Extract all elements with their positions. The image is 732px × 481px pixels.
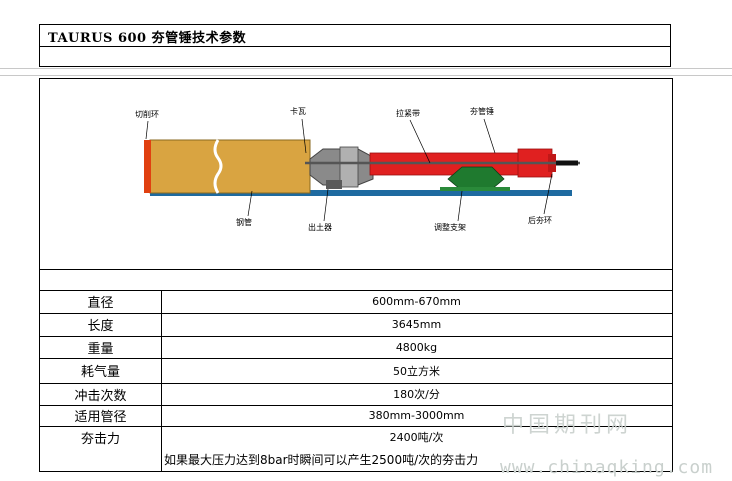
spec-value: 380mm-3000mm (368, 409, 465, 422)
label-cutting-ring: 切削环 (135, 109, 159, 119)
label-hammer: 夯管锤 (470, 106, 494, 116)
steel-pipe (149, 139, 311, 194)
spec-label: 重量 (87, 341, 114, 357)
stand-base (440, 187, 510, 191)
title-box: TAURUS 600 夯管锤技术参数 (39, 24, 671, 67)
row-divider (40, 269, 672, 270)
label-steel-pipe: 钢管 (236, 217, 252, 227)
spec-value: 3645mm (391, 318, 442, 331)
spec-value: 2400吨/次 (389, 431, 444, 444)
row-divider (40, 313, 672, 314)
label-adjust-stand: 调整支架 (434, 222, 466, 232)
leader-line (145, 120, 149, 140)
row-divider (40, 426, 672, 427)
label-soil-outlet: 出土器 (308, 222, 332, 232)
spec-label: 直径 (87, 296, 114, 311)
clamp-foot (326, 180, 342, 189)
cutting-ring (144, 140, 151, 193)
watermark-url: www.chinaqking.com (500, 457, 714, 478)
clamp-block (339, 146, 359, 188)
spec-label: 冲击次数 (74, 388, 127, 404)
title-divider (40, 46, 670, 47)
spec-label: 适用管径 (74, 410, 127, 425)
leader-line (457, 190, 463, 222)
impact-note: 如果最大压力达到8bar时瞬间可以产生2500吨/次的夯击力 (164, 453, 479, 467)
break-mark (213, 139, 223, 194)
spec-label: 长度 (87, 319, 114, 334)
leader-line (483, 118, 496, 154)
label-clamp: 卡瓦 (290, 106, 306, 116)
leader-line (301, 118, 307, 154)
page-guide-line (0, 68, 732, 69)
spec-label: 耗气量 (80, 365, 120, 380)
leader-line (543, 173, 553, 215)
base-rail (150, 190, 572, 196)
page-title: TAURUS 600 夯管锤技术参数 (48, 31, 247, 46)
leader-line (409, 119, 431, 164)
spec-table: 切削环 卡瓦 拉紧带 夯管锤 钢管 出土器 调整支架 后夯环 直径 长度 重量 … (39, 78, 673, 472)
leader-line (247, 190, 253, 217)
watermark-text: 中国期刊网 (502, 413, 633, 438)
column-divider (161, 290, 162, 472)
label-rear-ring: 后夯环 (528, 215, 552, 225)
row-divider (40, 336, 672, 337)
row-divider (40, 405, 672, 406)
spec-value: 4800kg (395, 340, 438, 354)
leader-line (323, 188, 329, 222)
spec-value: 50立方米 (393, 364, 440, 378)
spec-label: 夯击力 (80, 431, 120, 447)
spec-value: 180次/分 (393, 388, 440, 401)
page-guide-line (0, 75, 732, 76)
row-divider (40, 358, 672, 359)
label-tension-belt: 拉紧带 (396, 108, 420, 118)
row-divider (40, 290, 672, 291)
row-divider (40, 383, 672, 384)
hammer-diagram: 切削环 卡瓦 拉紧带 夯管锤 钢管 出土器 调整支架 后夯环 (135, 106, 580, 232)
spec-value: 600mm-670mm (372, 295, 461, 308)
